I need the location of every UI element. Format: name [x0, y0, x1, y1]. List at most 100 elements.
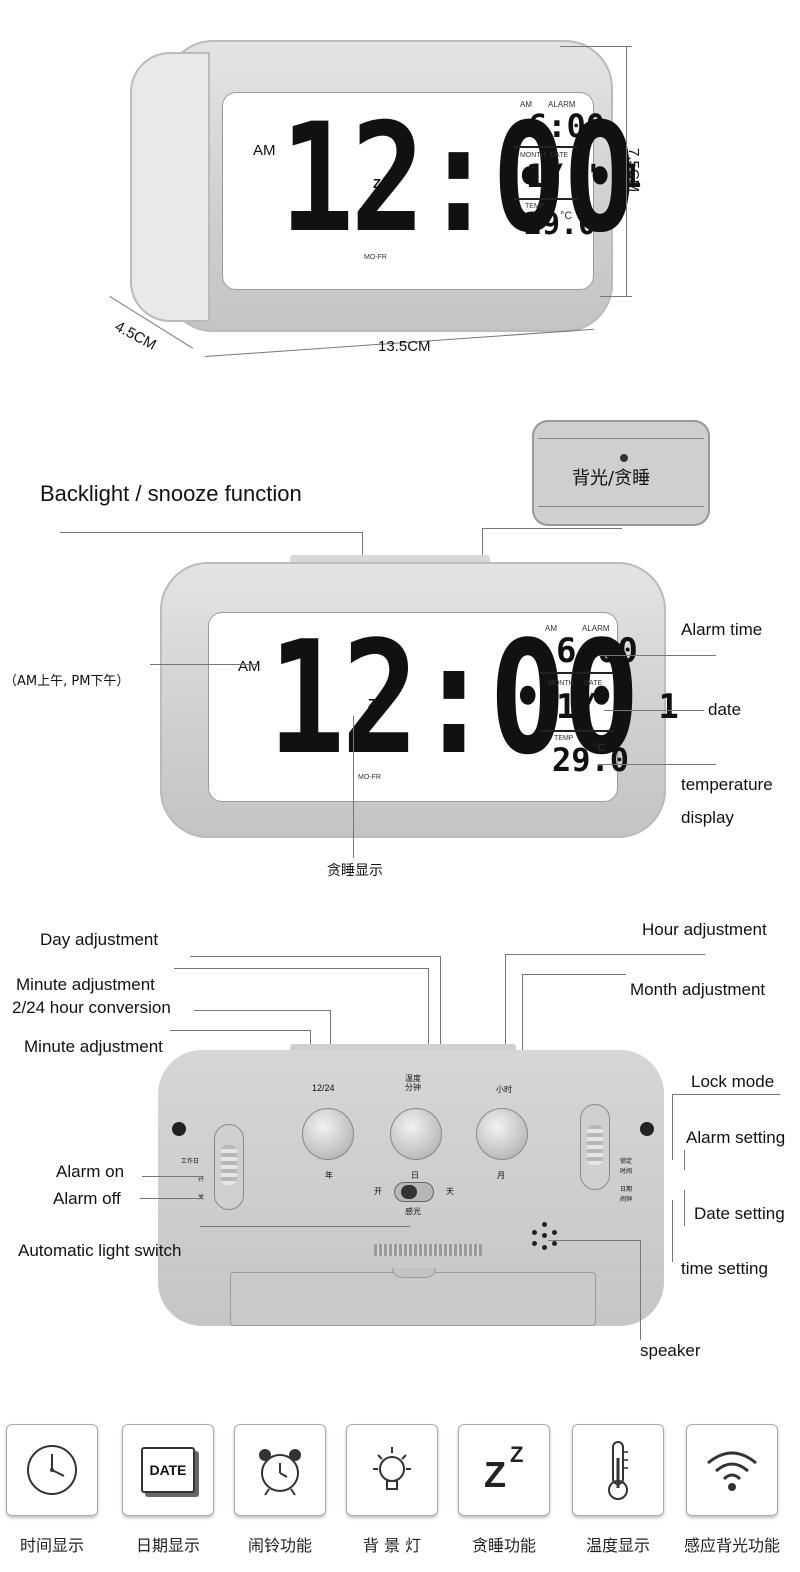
feature-temperature — [572, 1424, 664, 1516]
feature-label-5: 温度显示 — [585, 1536, 650, 1555]
am-indicator: AM — [253, 142, 276, 159]
alarm-time-digits-2: 6:00 — [556, 631, 638, 671]
divider-2a — [540, 672, 614, 674]
lightbulb-icon — [373, 1447, 411, 1490]
wifi-sensor-icon — [707, 1451, 757, 1491]
leader-snooze-display — [353, 716, 354, 858]
display-label: display — [681, 808, 734, 827]
leader-time-setting — [672, 1200, 673, 1262]
light-sense-label: 感光 — [405, 1207, 421, 1216]
feature-label-2: 闹铃功能 — [247, 1536, 312, 1555]
leader-date-setting — [684, 1190, 685, 1226]
hour-adjustment-label: Hour adjustment — [642, 920, 767, 939]
snooze-icon: Z Z — [474, 1440, 534, 1500]
minute-adjustment-label-1: Minute adjustment — [16, 975, 155, 994]
inset-bottom-edge — [538, 506, 704, 507]
snooze-z-big: Z — [484, 1454, 506, 1495]
snooze-zz-2: Zz — [368, 696, 383, 711]
snooze-zz: Zz — [373, 176, 388, 191]
top-snooze-bar[interactable] — [290, 555, 490, 565]
temp-digits-2: 29.0 — [552, 741, 630, 779]
light-open-label: 开 — [374, 1187, 382, 1196]
height-dim-tick-bottom — [600, 296, 632, 297]
date-label-callout: date — [708, 700, 742, 719]
time-setting-label: time setting — [681, 1259, 768, 1278]
divider-1 — [514, 146, 578, 148]
leader-hour-drop — [505, 954, 506, 1082]
back-top-bar — [290, 1044, 516, 1052]
knob1-top-label: 12/24 — [312, 1083, 335, 1093]
battery-cover[interactable] — [230, 1272, 596, 1326]
date-digits: 1/ ' 1 — [526, 157, 642, 195]
switch-right-label-2: 日期 — [620, 1186, 633, 1193]
feature-label-3: 背 景 灯 — [362, 1536, 422, 1555]
speaker-hole — [542, 1233, 547, 1238]
feature-label-0: 时间显示 — [19, 1536, 84, 1555]
am-small-label-2: AM — [545, 624, 557, 633]
led-indicator — [620, 454, 628, 462]
calendar-icon: DATE — [141, 1447, 195, 1493]
snooze-display-label: 贪睡显示 — [327, 863, 383, 879]
switch-left-label-0: 工作日 — [181, 1158, 200, 1165]
date-digits-2: 1/ ' 1 — [556, 687, 679, 727]
slider-grip-right — [587, 1125, 603, 1165]
mofr-label: MO-FR — [364, 254, 387, 261]
leader-alarm-setting — [684, 1150, 685, 1170]
leader-conversion — [194, 1010, 330, 1011]
leader-temperature — [598, 764, 716, 765]
leader-date — [604, 710, 704, 711]
backlight-button-label[interactable]: 背光/贪睡 — [572, 468, 651, 489]
light-switch-knob — [401, 1185, 417, 1199]
ampm-note: （AM上午, PM下午） — [4, 674, 130, 689]
speaker-hole — [542, 1222, 547, 1227]
alarm-time-label: Alarm time — [681, 620, 763, 639]
speaker-hole — [552, 1230, 557, 1235]
alarm-label: ALARM — [548, 100, 576, 109]
alarm-bell-icon — [259, 1449, 301, 1496]
inset-top-edge — [538, 438, 704, 439]
screw-hole-right — [640, 1122, 654, 1136]
divider-2 — [514, 198, 578, 200]
clock-casing-side — [130, 52, 210, 322]
alarm-label-2: ALARM — [582, 624, 610, 633]
month-label: MONTH — [520, 152, 546, 159]
mode-slider[interactable] — [580, 1104, 610, 1190]
alarm-on-off-slider[interactable] — [214, 1124, 244, 1210]
knob-temp-minute[interactable] — [390, 1108, 442, 1160]
minute-adjustment-label-2: Minute adjustment — [24, 1037, 163, 1056]
alarm-setting-label: Alarm setting — [686, 1128, 786, 1147]
date-label-2: DATE — [584, 680, 603, 687]
leader-minute1-drop — [428, 968, 429, 1082]
leader-minute2 — [170, 1030, 310, 1031]
backlight-button-inset: 背光/贪睡 — [532, 420, 710, 526]
knob-hour[interactable] — [476, 1108, 528, 1160]
temperature-label: temperature — [681, 775, 773, 794]
calendar-icon-text: DATE — [149, 1462, 187, 1478]
temp-digits: 29.0 — [524, 207, 597, 242]
mofr-label-2: MO-FR — [358, 774, 381, 781]
leader-alarm-time — [600, 655, 716, 656]
leader-backlight-left-drop — [362, 532, 363, 558]
knob3-bottom-label: 月 — [497, 1171, 505, 1180]
clock-screen-2 — [208, 612, 618, 802]
alarm-time-digits: 6:00 — [528, 107, 606, 145]
temp-unit-2: °C — [593, 742, 606, 754]
knob-12-24[interactable] — [302, 1108, 354, 1160]
automatic-light-switch[interactable] — [394, 1182, 434, 1202]
knob2-bottom-label: 日 — [411, 1171, 419, 1180]
feature-snooze: Z Z — [458, 1424, 550, 1516]
date-setting-label: Date setting — [694, 1204, 785, 1223]
snooze-z-small: Z — [510, 1442, 524, 1467]
slider-grip-left — [221, 1145, 237, 1185]
knob1-bottom-label: 年 — [325, 1171, 333, 1180]
knob3-top-label: 小时 — [496, 1085, 512, 1094]
leader-hour — [505, 954, 705, 955]
leader-light-switch — [200, 1226, 410, 1227]
lock-mode-label: Lock mode — [691, 1072, 775, 1091]
am-indicator-2: AM — [238, 658, 261, 675]
month-label-2: MONTH — [548, 680, 574, 687]
feature-label-6: 感应背光功能 — [683, 1536, 780, 1555]
backlight-title: Backlight / snooze function — [40, 481, 302, 506]
feature-date: DATE — [122, 1424, 214, 1516]
speaker-hole — [532, 1230, 537, 1235]
